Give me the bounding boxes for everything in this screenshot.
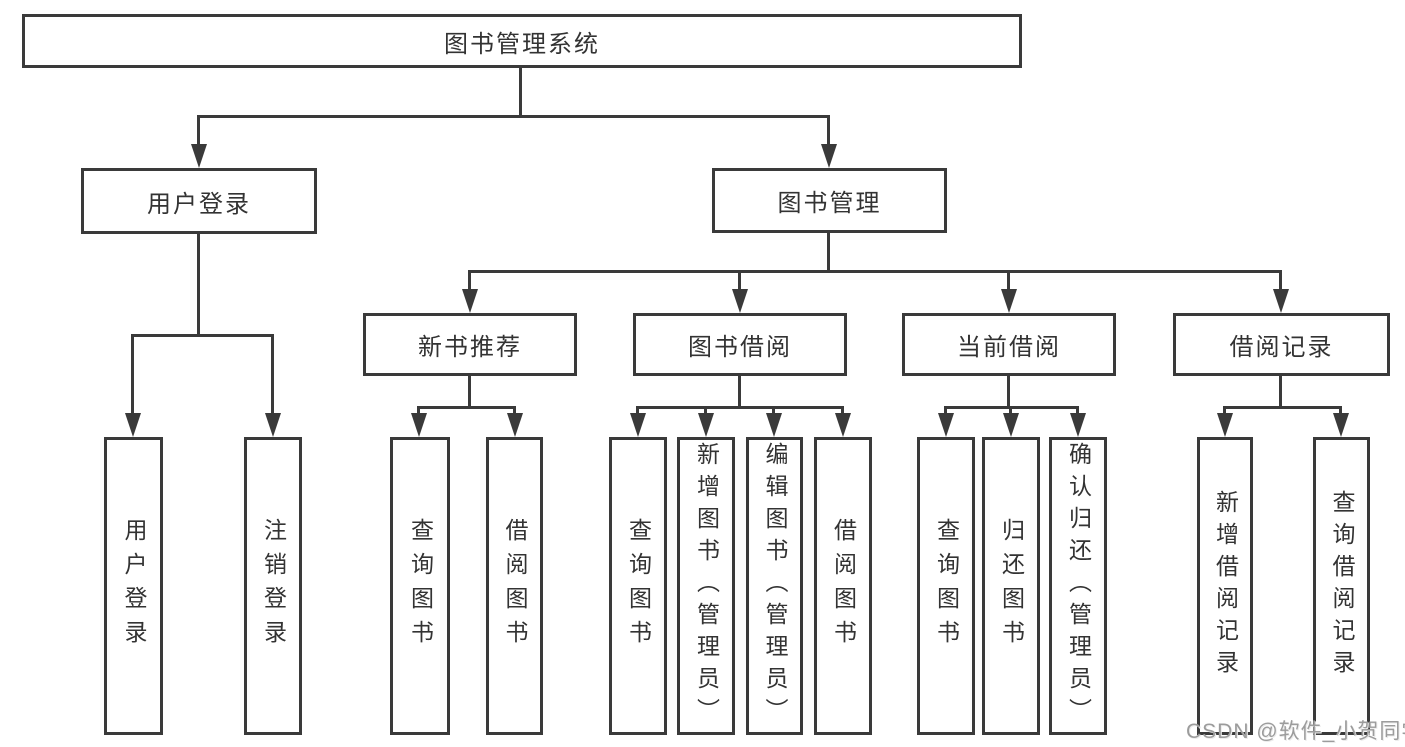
- connector-line: [131, 334, 274, 337]
- arrowhead-down-icon: [191, 144, 207, 168]
- leaf-query-borrow-record: 查询借阅记录: [1313, 437, 1370, 735]
- connector-line: [944, 406, 1079, 409]
- arrowhead-down-icon: [1001, 289, 1017, 313]
- arrowhead-down-icon: [125, 413, 141, 437]
- connector-line: [131, 336, 134, 419]
- leaf-return-books: 归还图书: [982, 437, 1040, 735]
- connector-line: [827, 233, 830, 272]
- node-borrow-records: 借阅记录: [1173, 313, 1390, 376]
- arrowhead-down-icon: [698, 413, 714, 437]
- arrowhead-down-icon: [507, 413, 523, 437]
- leaf-add-book-admin: 新增图书（管理员）: [677, 437, 735, 735]
- arrowhead-down-icon: [1070, 413, 1086, 437]
- connector-line: [468, 272, 471, 295]
- leaf-borrow-books: 借阅图书: [814, 437, 872, 735]
- connector-line: [197, 234, 200, 336]
- leaf-query-books-recommend: 查询图书: [390, 437, 450, 735]
- connector-line: [468, 270, 1282, 273]
- node-new-book-recommend: 新书推荐: [363, 313, 577, 376]
- leaf-add-borrow-record: 新增借阅记录: [1197, 437, 1253, 735]
- arrowhead-down-icon: [835, 413, 851, 437]
- arrowhead-down-icon: [630, 413, 646, 437]
- node-current-borrow: 当前借阅: [902, 313, 1116, 376]
- arrowhead-down-icon: [1003, 413, 1019, 437]
- arrowhead-down-icon: [1273, 289, 1289, 313]
- leaf-query-books-current: 查询图书: [917, 437, 975, 735]
- leaf-user-login: 用户登录: [104, 437, 163, 735]
- arrowhead-down-icon: [732, 289, 748, 313]
- connector-line: [1223, 406, 1342, 409]
- leaf-confirm-return-admin: 确认归还（管理员）: [1049, 437, 1107, 735]
- leaf-logout: 注销登录: [244, 437, 302, 735]
- node-root-library-system: 图书管理系统: [22, 14, 1022, 68]
- watermark: CSDN @软件_小贺同学: [1186, 720, 1405, 743]
- connector-line: [1279, 272, 1282, 295]
- arrowhead-down-icon: [1333, 413, 1349, 437]
- connector-line: [468, 376, 471, 408]
- connector-line: [738, 376, 741, 408]
- node-user-login: 用户登录: [81, 168, 317, 234]
- arrowhead-down-icon: [1217, 413, 1233, 437]
- connector-line: [1279, 376, 1282, 408]
- connector-line: [197, 115, 830, 118]
- arrowhead-down-icon: [766, 413, 782, 437]
- leaf-query-books-borrow: 查询图书: [609, 437, 667, 735]
- leaf-borrow-books-recommend: 借阅图书: [486, 437, 543, 735]
- connector-line: [417, 406, 516, 409]
- connector-line: [519, 68, 522, 117]
- arrowhead-down-icon: [411, 413, 427, 437]
- leaf-edit-book-admin: 编辑图书（管理员）: [746, 437, 803, 735]
- connector-line: [271, 336, 274, 419]
- arrowhead-down-icon: [265, 413, 281, 437]
- node-book-borrow: 图书借阅: [633, 313, 847, 376]
- connector-line: [827, 117, 830, 150]
- connector-line: [738, 272, 741, 295]
- connector-line: [1007, 272, 1010, 295]
- arrowhead-down-icon: [821, 144, 837, 168]
- arrowhead-down-icon: [938, 413, 954, 437]
- node-book-management: 图书管理: [712, 168, 947, 233]
- arrowhead-down-icon: [462, 289, 478, 313]
- connector-line: [1007, 376, 1010, 408]
- connector-line: [197, 117, 200, 150]
- connector-line: [636, 406, 844, 409]
